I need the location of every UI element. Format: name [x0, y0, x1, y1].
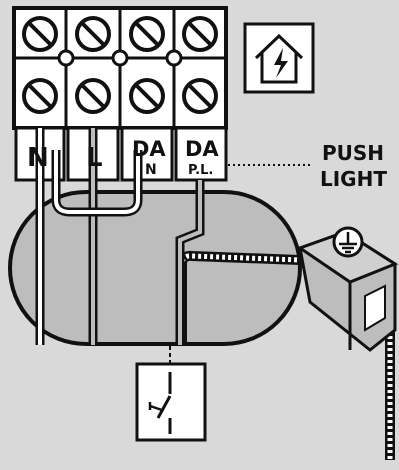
pushbutton-switch-icon [135, 362, 207, 442]
screw-bottom-1[interactable] [22, 78, 58, 114]
label-da-pl-top: DA [185, 137, 219, 161]
earth-ground-icon [332, 226, 364, 258]
label-da-n-sub: N [145, 162, 157, 178]
junction-box [8, 190, 302, 346]
label-da-n-top: DA [132, 137, 166, 161]
screw-bottom-2[interactable] [75, 78, 111, 114]
screw-top-3[interactable] [129, 16, 165, 52]
terminal-block [12, 6, 228, 130]
push-light-line2: LIGHT [320, 167, 387, 191]
house-lightning-icon [243, 22, 315, 94]
screw-top-2[interactable] [75, 16, 111, 52]
label-l: L [86, 143, 103, 173]
label-da-pl-sub: P.L. [188, 163, 213, 178]
label-n: N [27, 143, 49, 173]
screw-top-1[interactable] [22, 16, 58, 52]
screw-bottom-3[interactable] [129, 78, 165, 114]
push-light-line1: PUSH [322, 141, 384, 165]
wires [35, 128, 205, 364]
screw-top-4[interactable] [182, 16, 218, 52]
screw-bottom-4[interactable] [182, 78, 218, 114]
